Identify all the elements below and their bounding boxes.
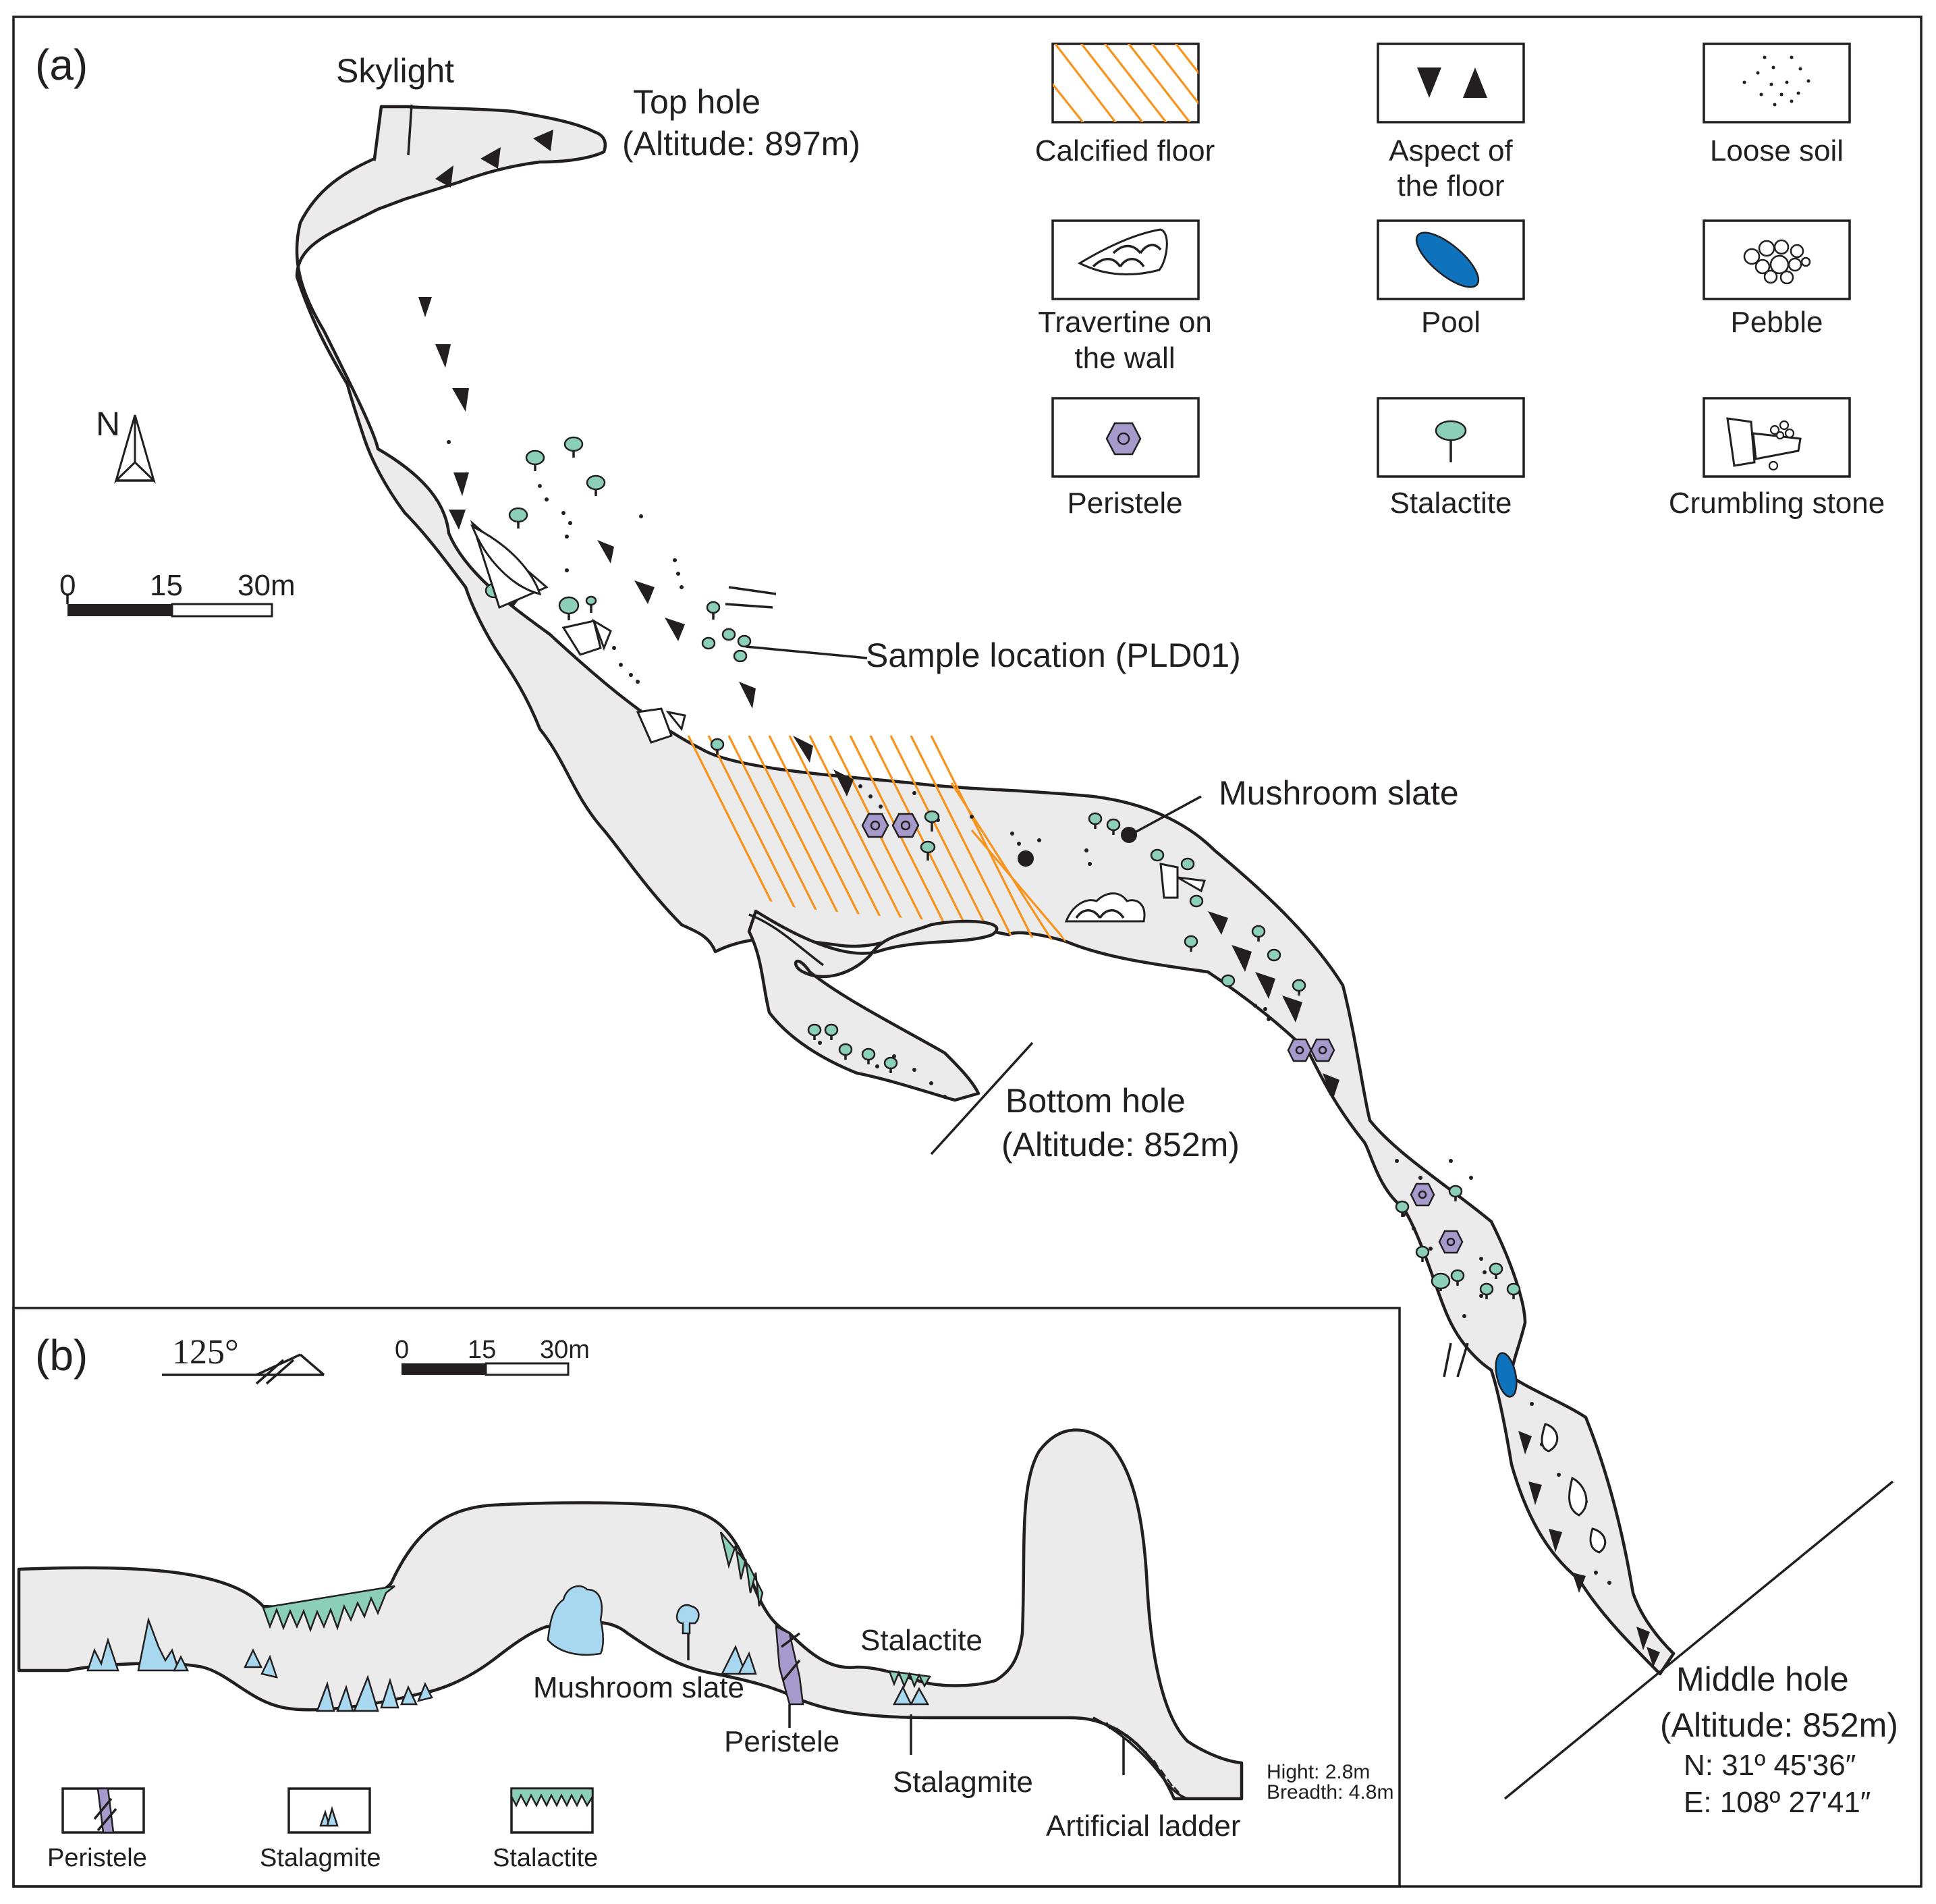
narrow-opening-right bbox=[1456, 1342, 1469, 1378]
legend-crumbling-label: Crumbling stone bbox=[1669, 487, 1885, 520]
side-opening-upper bbox=[728, 586, 777, 595]
side-opening-lower bbox=[725, 603, 773, 609]
middle-hole-label: Middle hole bbox=[1676, 1660, 1849, 1698]
legend-b bbox=[61, 1787, 594, 1834]
cave-profile bbox=[17, 1428, 1244, 1801]
legend-pool-label: Pool bbox=[1421, 306, 1481, 339]
bearing-label: 125° bbox=[172, 1333, 239, 1371]
crumbling-stones bbox=[470, 520, 1607, 1554]
sample-leader bbox=[745, 645, 868, 659]
legend-b-stalagmite-label: Stalagmite bbox=[260, 1844, 381, 1872]
skylight-wall-left bbox=[373, 106, 383, 161]
stalactite-b-label: Stalactite bbox=[860, 1624, 983, 1657]
bottom-hole-altitude: (Altitude: 852m) bbox=[1001, 1126, 1240, 1164]
breadth-label: Breadth: 4.8m bbox=[1267, 1781, 1393, 1803]
mushroom-slate-label: Mushroom slate bbox=[1219, 774, 1459, 812]
profile-stalactites bbox=[262, 1531, 932, 1689]
middle-hole-altitude: (Altitude: 852m) bbox=[1660, 1706, 1898, 1744]
bottom-hole-label: Bottom hole bbox=[1005, 1082, 1186, 1120]
legend-calcified-label: Calcified floor bbox=[1035, 134, 1215, 167]
scale-b-tick-30: 30m bbox=[540, 1336, 590, 1364]
loose-soil-dots bbox=[447, 440, 1611, 1585]
peristele-hexagons bbox=[861, 813, 1464, 1254]
legend-a bbox=[1051, 43, 1851, 478]
north-arrow-icon bbox=[114, 414, 156, 484]
narrow-opening-left bbox=[1443, 1342, 1452, 1378]
scale-bar-b bbox=[402, 1362, 570, 1376]
legend-soil-label: Loose soil bbox=[1710, 134, 1844, 167]
legend-pebble-label: Pebble bbox=[1730, 306, 1823, 339]
bottom-branch-wall bbox=[748, 913, 825, 967]
profile-mushroom-slate bbox=[547, 1585, 700, 1656]
cave-bottom-branch bbox=[747, 909, 999, 1102]
wall-slab bbox=[470, 524, 542, 596]
north-label: N bbox=[96, 405, 120, 443]
legend-aspect-label: Aspect of bbox=[1389, 134, 1513, 167]
top-hole-label: Top hole bbox=[633, 83, 760, 121]
sample-location-label: Sample location (PLD01) bbox=[866, 636, 1241, 674]
bearing-icon bbox=[162, 1353, 325, 1385]
scale-b-tick-15: 15 bbox=[468, 1336, 496, 1364]
longitude-label: E: 108º 27'41″ bbox=[1684, 1786, 1871, 1819]
scale-a-tick-30: 30m bbox=[238, 569, 296, 602]
legend-b-stalactite-label: Stalactite bbox=[493, 1844, 598, 1872]
mushroom-b-label: Mushroom slate bbox=[533, 1671, 744, 1704]
legend-stalactite-label: Stalactite bbox=[1390, 487, 1512, 520]
floor-aspect-triangles bbox=[418, 130, 1660, 1667]
scale-bar-a bbox=[66, 594, 273, 618]
cave-main-passage bbox=[295, 105, 1676, 1676]
legend-aspect-label-2: the floor bbox=[1398, 169, 1505, 202]
bottom-hole-line bbox=[930, 1041, 1034, 1155]
pool-marker bbox=[1495, 1352, 1518, 1398]
scale-b-tick-0: 0 bbox=[395, 1336, 409, 1364]
scale-a-tick-15: 15 bbox=[150, 569, 183, 602]
legend-b-peristele-label: Peristele bbox=[47, 1844, 147, 1872]
peristele-b-label: Peristele bbox=[724, 1725, 839, 1758]
panel-a-label: (a) bbox=[35, 40, 88, 89]
latitude-label: N: 31º 45'36″ bbox=[1684, 1749, 1856, 1782]
top-hole-altitude: (Altitude: 897m) bbox=[622, 125, 860, 163]
mushroom-slate-dot-1 bbox=[1018, 850, 1034, 867]
legend-travertine-label-2: the wall bbox=[1074, 342, 1175, 375]
ladder-b-label: Artificial ladder bbox=[1046, 1810, 1241, 1843]
hight-label: Hight: 2.8m bbox=[1267, 1761, 1370, 1783]
scale-a-tick-0: 0 bbox=[59, 569, 76, 602]
profile-peristele bbox=[775, 1625, 804, 1706]
middle-hole-line bbox=[1503, 1480, 1894, 1800]
skylight-wall-right bbox=[407, 104, 413, 156]
mushroom-leader bbox=[1130, 795, 1202, 836]
profile-stalagmites bbox=[86, 1616, 930, 1712]
panel-b-label: (b) bbox=[35, 1331, 88, 1380]
stalagmite-b-label: Stalagmite bbox=[893, 1766, 1033, 1799]
legend-peristele-label: Peristele bbox=[1067, 487, 1182, 520]
legend-travertine-label: Travertine on bbox=[1038, 306, 1212, 339]
skylight-label: Skylight bbox=[336, 52, 454, 90]
mushroom-slate-dot-2 bbox=[1121, 827, 1137, 843]
profile-ladder bbox=[1093, 1716, 1188, 1800]
travertine-map bbox=[1064, 892, 1146, 923]
panel-b-frame bbox=[12, 1307, 1401, 1888]
